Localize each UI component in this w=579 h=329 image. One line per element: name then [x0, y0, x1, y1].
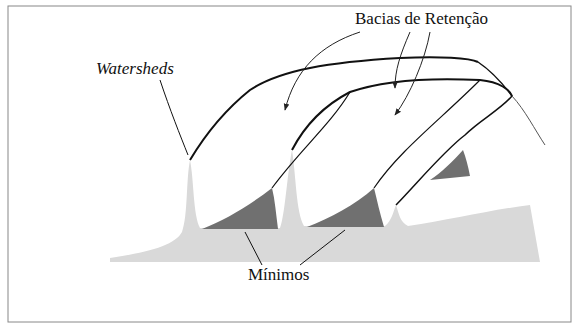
- leader-line: [245, 232, 262, 265]
- leader-line: [160, 80, 188, 155]
- basin-surface: [272, 92, 350, 188]
- arrow: [395, 32, 430, 115]
- line-label: Watersheds: [96, 60, 174, 79]
- minimum-basin: [202, 188, 278, 229]
- minimum-basin: [307, 188, 384, 227]
- frame: [8, 6, 571, 322]
- region-label: Bacias de Retenção: [355, 10, 488, 29]
- leader-line: [300, 230, 345, 265]
- watershed-ridge: [190, 57, 478, 160]
- watershed-ridge: [292, 79, 512, 150]
- terrain-edge: [512, 96, 545, 145]
- arrow: [285, 32, 360, 110]
- watershed-ridge: [478, 62, 512, 96]
- watershed-ridge: [396, 96, 512, 205]
- region-label: Mínimos: [248, 266, 309, 285]
- basin-surface: [374, 80, 480, 188]
- minimum-basin: [430, 150, 470, 180]
- arrow: [395, 32, 410, 88]
